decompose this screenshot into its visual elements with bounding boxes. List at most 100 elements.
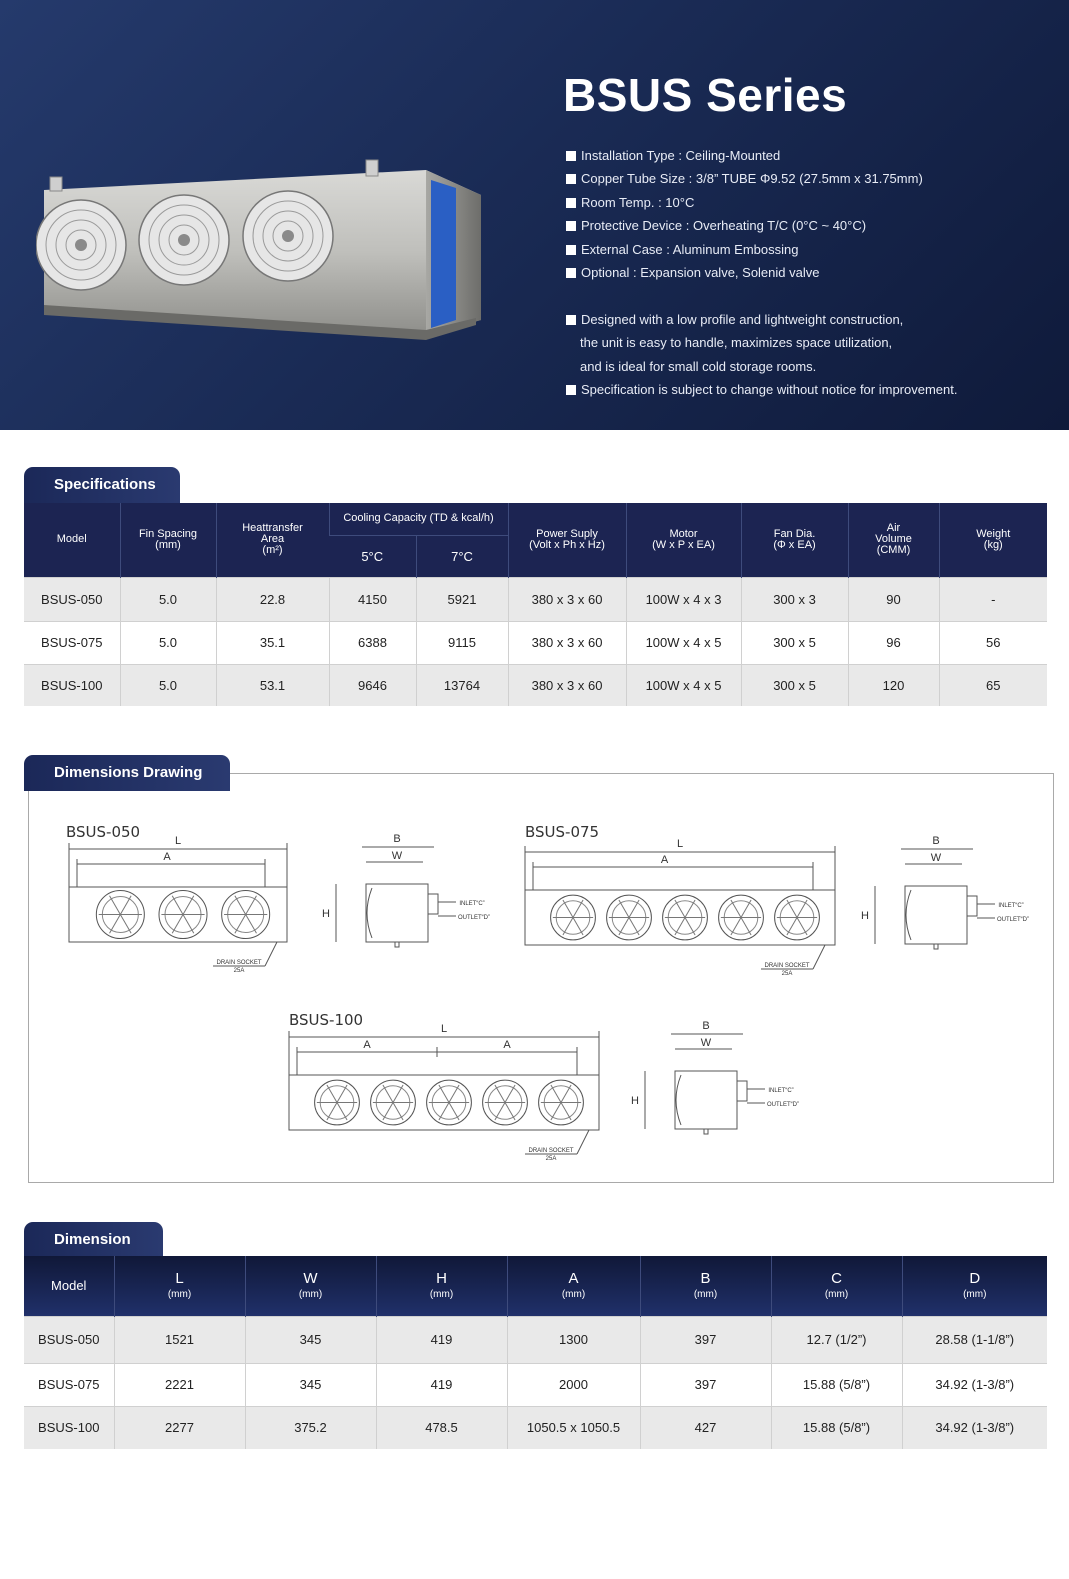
- outlet-label: OUTLET“D”: [458, 915, 490, 921]
- bullet-square-icon: [566, 151, 576, 161]
- fan-blade: [572, 917, 584, 936]
- fan-blade: [740, 917, 752, 936]
- fan-blade: [245, 914, 257, 934]
- table-cell: 9115: [415, 620, 509, 664]
- dim-label-l: L: [441, 1023, 447, 1035]
- fan-blade: [382, 1102, 394, 1121]
- fan-blade: [618, 899, 630, 918]
- fan-icon: [482, 1079, 528, 1126]
- table-cell: 90: [847, 576, 940, 621]
- dimension-header-model: Model: [24, 1256, 114, 1316]
- leader-line: [264, 941, 278, 967]
- table-cell: 478.5: [375, 1405, 507, 1449]
- unit-front-outline: [288, 1074, 600, 1131]
- drain-fitting: [933, 943, 939, 950]
- table-cell: 5.0: [119, 663, 216, 706]
- dimension-header-w: W(mm): [244, 1256, 376, 1316]
- fan-icon: [158, 890, 208, 939]
- fan-icon: [314, 1079, 360, 1126]
- table-cell: 380 x 3 x 60: [507, 663, 627, 706]
- drain-socket-size: 25A: [234, 968, 245, 974]
- table-cell: 120: [847, 663, 940, 706]
- fan-icon: [550, 894, 596, 941]
- fan-blade: [730, 899, 742, 918]
- fan-blade: [674, 917, 686, 936]
- bullet-square-icon: [566, 384, 576, 395]
- fan-blade: [740, 899, 752, 918]
- fan-blade: [796, 917, 808, 936]
- table-cell: 2277: [113, 1405, 245, 1449]
- dimension-tab: Dimension: [24, 1222, 163, 1258]
- table-cell: 96: [847, 620, 940, 664]
- fan-blade: [392, 1102, 404, 1121]
- feature-item: External Case : Aluminum Embossing: [566, 238, 1046, 261]
- fan-blade: [550, 1084, 562, 1103]
- bullet-square-icon: [566, 221, 576, 232]
- fan-icon: [718, 894, 764, 941]
- fan-blade: [234, 914, 247, 934]
- dim-label-h: H: [631, 1095, 639, 1107]
- outlet-label: OUTLET“D”: [767, 1102, 799, 1108]
- fan-blade: [562, 899, 574, 918]
- table-cell: 397: [639, 1315, 771, 1363]
- fan-blade: [786, 899, 798, 918]
- fan-blade: [109, 914, 121, 934]
- table-cell: 13764: [415, 663, 509, 706]
- table-cell: -: [938, 576, 1048, 621]
- table-cell: 34.92 (1-3/8”): [901, 1405, 1047, 1449]
- fan-blade: [392, 1084, 404, 1103]
- fan-blade: [786, 917, 798, 936]
- fan-blade: [448, 1102, 460, 1121]
- fan-blade: [494, 1102, 506, 1121]
- fan-blade: [382, 1084, 394, 1103]
- drain-socket-label: DRAIN SOCKET: [528, 1148, 573, 1154]
- fan-blade: [504, 1084, 516, 1103]
- unit-front-outline: [524, 889, 836, 946]
- fan-icon: [774, 894, 820, 941]
- fan-blade: [119, 914, 132, 934]
- table-cell: BSUS-075: [24, 620, 120, 664]
- table-cell: BSUS-100: [24, 663, 120, 706]
- table-cell: 300 x 3: [740, 576, 849, 621]
- table-cell: 300 x 5: [740, 663, 849, 706]
- feature-list: Installation Type : Ceiling-Mounted Copp…: [566, 144, 1046, 401]
- drain-socket-size: 25A: [782, 971, 793, 977]
- table-cell: BSUS-100: [24, 1405, 114, 1449]
- dimension-header-c: C(mm): [770, 1256, 902, 1316]
- table-cell: 28.58 (1-1/8”): [901, 1315, 1047, 1363]
- bullet-square-icon: [566, 197, 576, 208]
- bullet-square-icon: [566, 174, 576, 185]
- table-cell: 9646: [328, 663, 416, 706]
- table-cell: 1300: [506, 1315, 640, 1363]
- inlet-label: INLET“C”: [459, 901, 484, 907]
- feature-item: Protective Device : Overheating T/C (0°C…: [566, 214, 1046, 237]
- header-weight: Weight(kg): [938, 503, 1048, 577]
- fan-blade: [560, 1102, 572, 1121]
- outlet-label: OUTLET“D”: [997, 917, 1029, 923]
- fan-blade: [504, 1102, 516, 1121]
- fan-blade: [572, 899, 584, 918]
- fan-blade: [684, 899, 696, 918]
- table-cell: 15.88 (5/8”): [770, 1362, 902, 1406]
- pipe-header: [966, 895, 978, 917]
- unit-side-outline: [674, 1070, 738, 1130]
- feature-item: Optional : Expansion valve, Solenid valv…: [566, 261, 1046, 284]
- table-cell: 35.1: [215, 620, 329, 664]
- dim-label-l: L: [677, 838, 683, 850]
- dim-label-b: B: [932, 835, 939, 847]
- fan-blade: [326, 1084, 338, 1103]
- fan-blade: [628, 899, 640, 918]
- leader-line: [576, 1129, 590, 1155]
- bullet-square-icon: [566, 244, 576, 255]
- table-cell: 1521: [113, 1315, 245, 1363]
- dimension-header-h: H(mm): [375, 1256, 507, 1316]
- table-cell: 53.1: [215, 663, 329, 706]
- table-cell: 419: [375, 1362, 507, 1406]
- table-cell: 22.8: [215, 576, 329, 621]
- drain-fitting: [703, 1128, 709, 1135]
- fan-blade: [326, 1102, 338, 1121]
